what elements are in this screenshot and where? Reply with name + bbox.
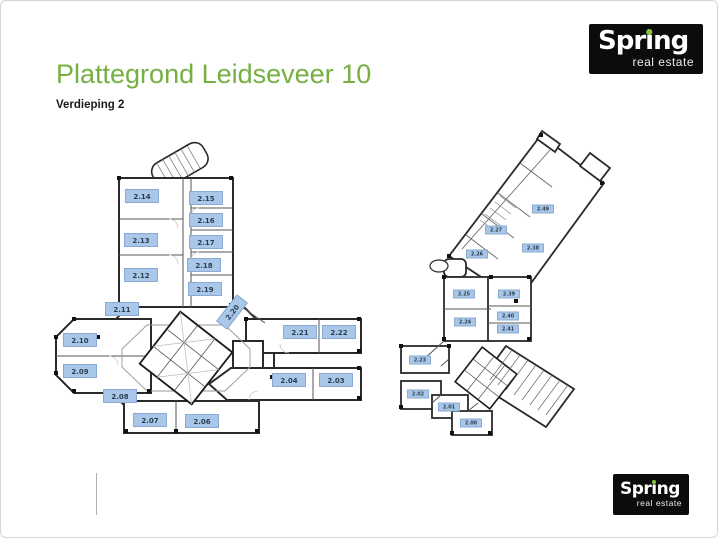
spring-wordmark: Sprıng (620, 480, 680, 498)
logo-tagline: real estate (636, 497, 682, 508)
left-floorplan-drawing (54, 141, 362, 434)
wordmark-i-green-dot: ı (645, 26, 654, 56)
wordmark-pre: Spr (620, 478, 652, 499)
footer-divider-line (96, 473, 97, 515)
logo-tagline: real estate (632, 55, 694, 69)
wordmark-i-green-dot: ı (651, 478, 657, 499)
wordmark-pre: Spr (598, 26, 646, 56)
page-subtitle: Verdieping 2 (56, 99, 125, 111)
wordmark-post: ng (653, 26, 689, 56)
page-title: Plattegrond Leidseveer 10 (56, 59, 372, 89)
wordmark-post: ng (656, 478, 681, 499)
right-floorplan-drawing (399, 129, 612, 436)
spring-wordmark: Sprıng (598, 26, 689, 56)
spring-logo-top: Sprıng real estate (589, 24, 703, 74)
spring-logo-bottom: Sprıng real estate (613, 474, 689, 515)
